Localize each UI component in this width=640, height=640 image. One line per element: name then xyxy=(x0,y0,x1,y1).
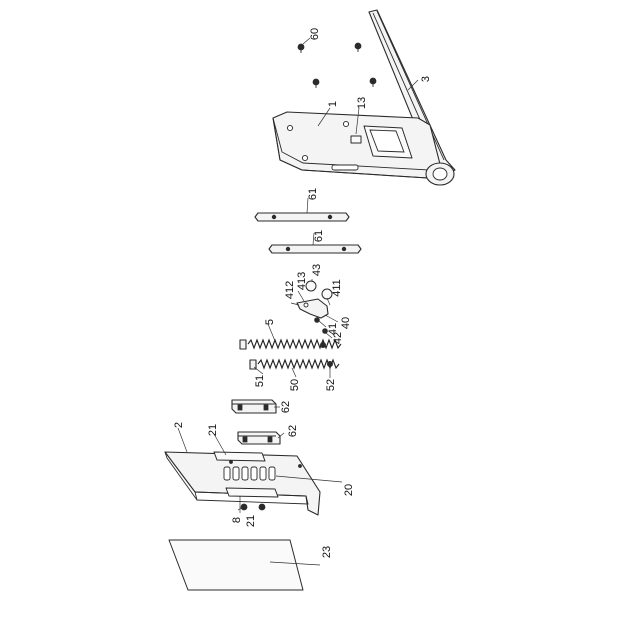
label-8: 8 xyxy=(231,517,243,523)
label-52: 52 xyxy=(325,379,337,391)
screws-8 xyxy=(241,504,265,510)
tab-21-lower xyxy=(226,488,278,497)
screw xyxy=(355,43,361,52)
screw xyxy=(298,44,304,53)
label-21-upper: 21 xyxy=(207,424,219,436)
pad-23 xyxy=(169,540,303,590)
label-21-lower: 21 xyxy=(245,515,257,527)
label-1: 1 xyxy=(327,101,339,107)
label-62-lower: 62 xyxy=(287,425,299,437)
label-42: 42 xyxy=(332,332,344,344)
strip-61-upper xyxy=(255,213,349,221)
screw xyxy=(313,79,319,88)
tab-21-upper xyxy=(214,452,265,461)
pin-41 xyxy=(315,318,320,323)
spring-end-cap xyxy=(240,340,246,349)
screws-60 xyxy=(298,43,376,88)
label-20: 20 xyxy=(343,484,355,496)
label-412: 412 xyxy=(284,281,296,299)
label-40: 40 xyxy=(340,317,352,329)
label-51: 51 xyxy=(254,375,266,387)
label-61-upper: 61 xyxy=(307,188,319,200)
label-61-lower: 61 xyxy=(313,230,325,242)
label-5: 5 xyxy=(264,319,276,325)
block-62-lower xyxy=(238,432,280,444)
screw xyxy=(370,78,376,87)
label-23: 23 xyxy=(321,546,333,558)
label-411: 411 xyxy=(331,279,343,297)
label-413: 413 xyxy=(296,272,308,290)
label-50: 50 xyxy=(289,379,301,391)
spring-5 xyxy=(240,340,341,349)
spring-end-52 xyxy=(327,361,332,366)
label-43: 43 xyxy=(311,264,323,276)
block-62-upper xyxy=(232,400,276,413)
label-3: 3 xyxy=(420,76,432,82)
spring-50 xyxy=(250,360,339,369)
label-2: 2 xyxy=(173,422,185,428)
label-62-upper: 62 xyxy=(280,401,292,413)
base-plate-1 xyxy=(273,112,454,185)
label-13: 13 xyxy=(356,97,368,109)
strip-61-lower xyxy=(269,245,361,253)
label-60: 60 xyxy=(309,28,321,40)
